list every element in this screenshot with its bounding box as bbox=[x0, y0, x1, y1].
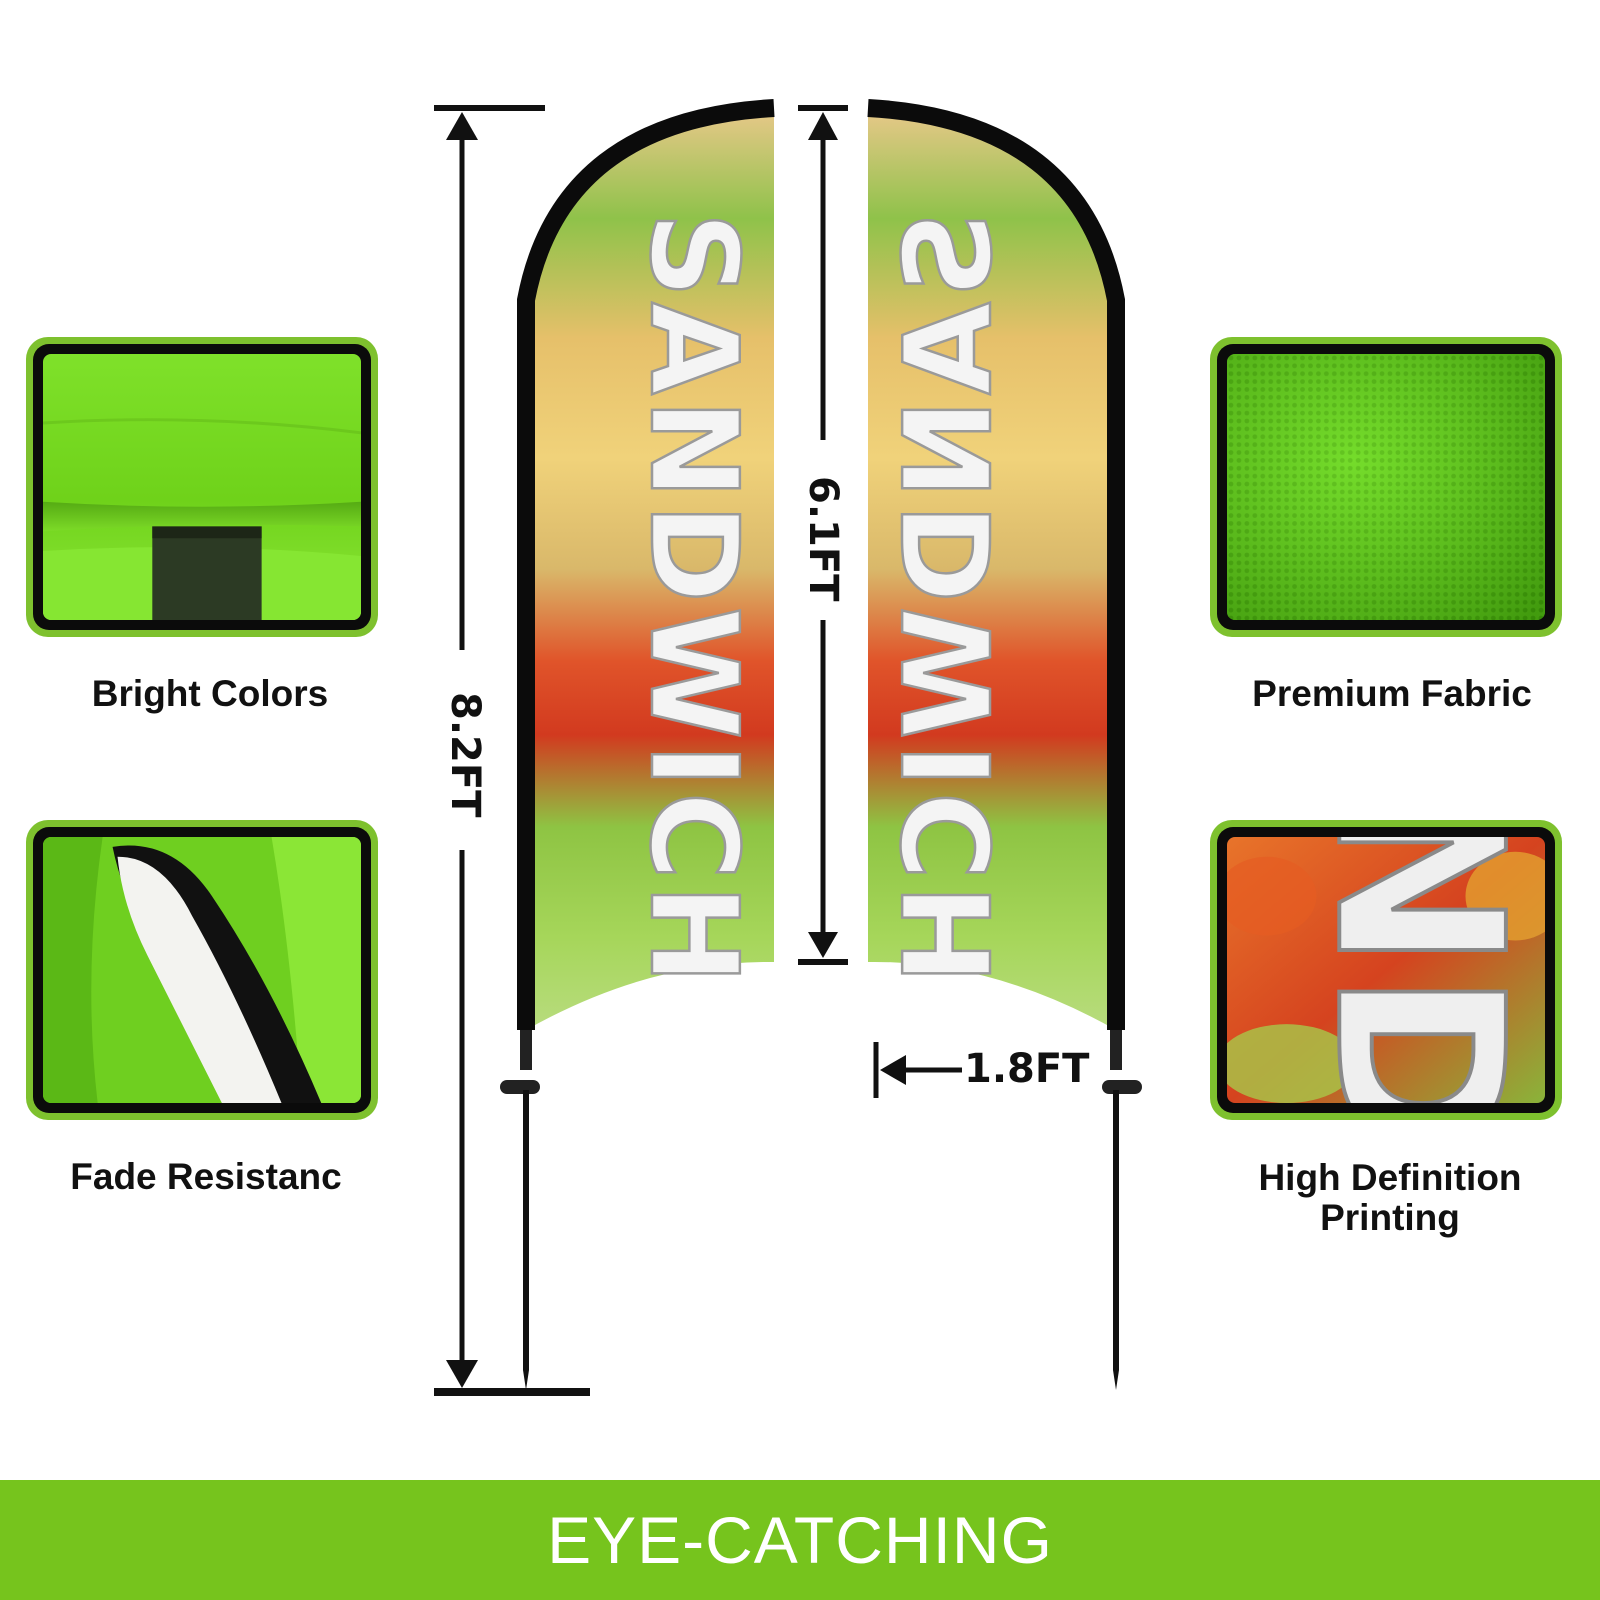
hd-printing-caption: High Definition Printing bbox=[1190, 1158, 1590, 1238]
bright-colors-caption: Bright Colors bbox=[91, 673, 329, 714]
right-flag: SANDWICH bbox=[867, 99, 1142, 1390]
flags-diagram: SANDWICH SANDWICH bbox=[434, 99, 1142, 1396]
bright-colors-photo bbox=[43, 354, 361, 620]
fade-resistance-photo bbox=[43, 837, 361, 1103]
flag-height-label: 6.1FT bbox=[800, 476, 846, 602]
flag-width-dimension bbox=[873, 1042, 962, 1098]
flag-height-dimension bbox=[798, 105, 848, 965]
premium-fabric-tile bbox=[1210, 337, 1562, 637]
hd-printing-caption-line1: High Definition bbox=[1258, 1157, 1522, 1198]
total-height-label: 8.2FT bbox=[442, 692, 488, 818]
fade-resistance-tile bbox=[26, 820, 378, 1120]
hd-printing-tile: ND bbox=[1210, 820, 1562, 1120]
left-flag-word: SANDWICH bbox=[623, 212, 762, 989]
hd-printing-caption-line2: Printing bbox=[1320, 1197, 1460, 1238]
right-flag-word: SANDWICH bbox=[880, 212, 1019, 989]
flag-width-label: 1.8FT bbox=[964, 1046, 1090, 1092]
banner-text: EYE-CATCHING bbox=[547, 1503, 1053, 1577]
bottom-banner: EYE-CATCHING bbox=[0, 1480, 1600, 1600]
total-height-dimension bbox=[434, 105, 590, 1396]
premium-fabric-caption: Premium Fabric bbox=[1252, 673, 1532, 714]
fade-resistance-caption: Fade Resistanc bbox=[70, 1156, 342, 1197]
premium-fabric-photo bbox=[1227, 354, 1545, 620]
bright-colors-tile bbox=[26, 337, 378, 637]
hd-printing-photo: ND bbox=[1227, 837, 1545, 1103]
hd-printing-letters: ND bbox=[1285, 837, 1545, 1103]
left-flag: SANDWICH bbox=[500, 99, 775, 1390]
